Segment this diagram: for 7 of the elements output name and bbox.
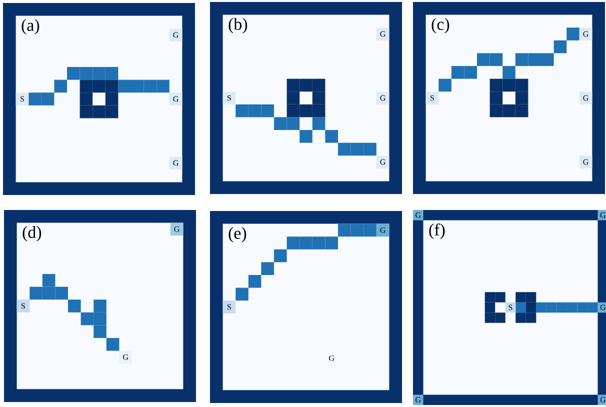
panel-label: (a): [22, 19, 40, 34]
panel-label: (e): [228, 227, 246, 242]
panel-label: (c): [432, 18, 450, 34]
goal-marker: G: [329, 356, 334, 361]
panel-label: (f): [429, 223, 445, 240]
panel-label: (b): [228, 18, 248, 34]
panel-label: (d): [22, 226, 42, 242]
